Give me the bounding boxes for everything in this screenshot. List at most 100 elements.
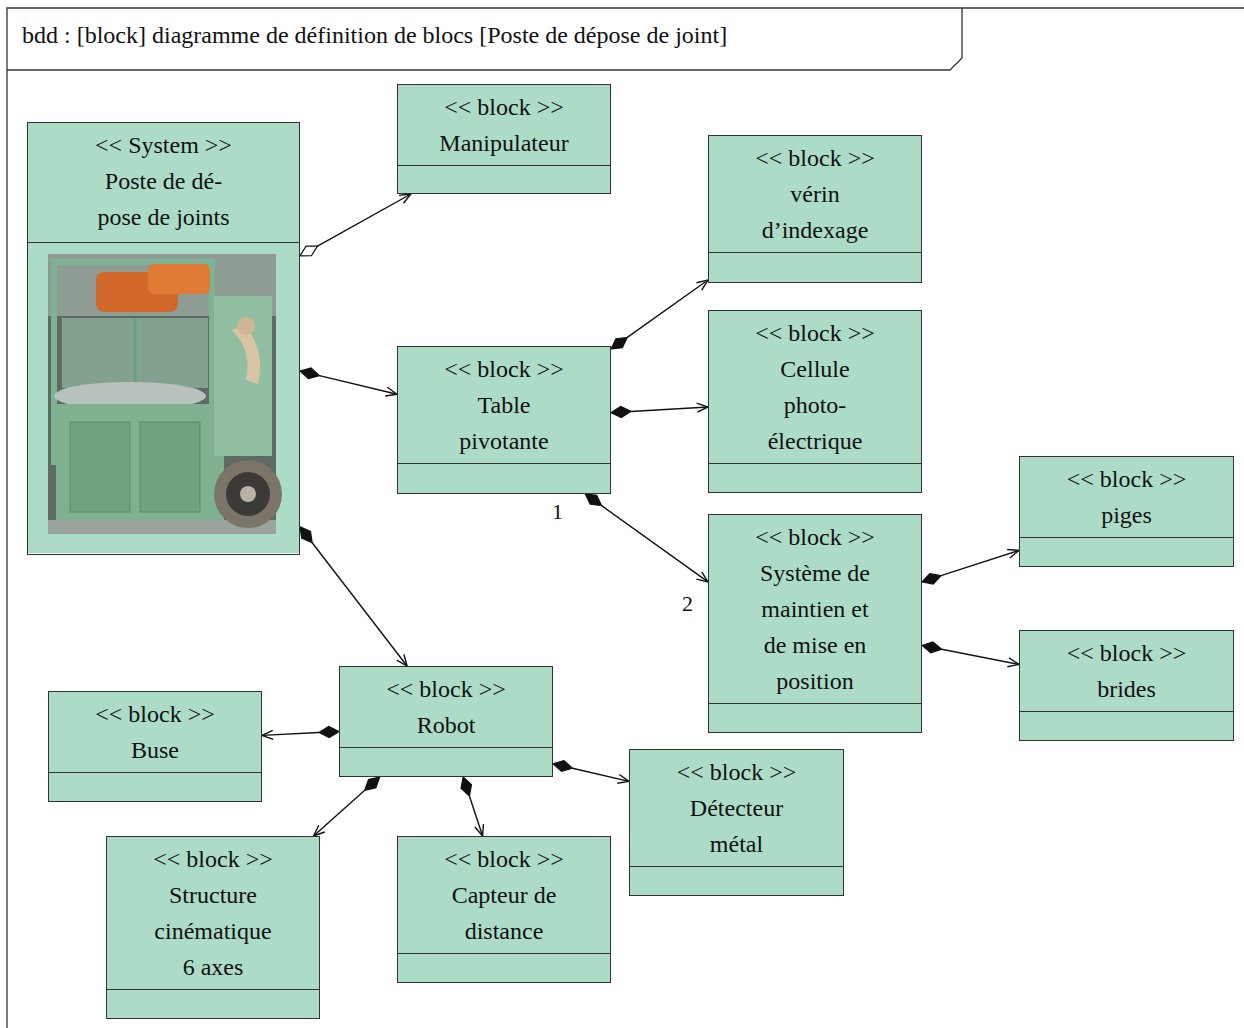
- block-compartment: [107, 989, 319, 1018]
- block-name: Système de maintien et de mise en positi…: [759, 555, 871, 699]
- composition-connector: [461, 777, 483, 836]
- machine-photo: [48, 254, 282, 534]
- block-header: << block >>Système de maintien et de mis…: [709, 515, 921, 703]
- composition-diamond: [300, 368, 319, 379]
- housing-part: [214, 460, 282, 528]
- block-compartment: [709, 463, 921, 492]
- block-header: << block >>piges: [1020, 457, 1233, 537]
- stereotype-label: << block >>: [1026, 461, 1227, 497]
- connector-line: [631, 407, 708, 411]
- connector-line: [312, 543, 407, 666]
- arrowhead: [399, 194, 411, 203]
- diagram-title: bdd : [block] diagramme de définition de…: [22, 20, 727, 50]
- stereotype-label: << block >>: [1026, 635, 1227, 671]
- cabinet-door: [140, 422, 200, 512]
- robot-joint: [237, 317, 255, 335]
- arrowhead: [1007, 549, 1019, 558]
- composition-diamond: [585, 494, 601, 506]
- block-name: Robot: [351, 707, 541, 743]
- composition-connector: [262, 727, 339, 740]
- base-cabinet: [56, 404, 224, 520]
- stereotype-label: << block >>: [404, 89, 604, 125]
- aggregation-diamond: [300, 246, 317, 256]
- composition-connector: [300, 527, 407, 666]
- block-compartment: [49, 772, 261, 801]
- block-compartment: [1020, 711, 1233, 740]
- composition-connector: [553, 761, 629, 784]
- arrowhead: [617, 774, 629, 783]
- housing-part: [240, 486, 256, 502]
- composition-connector: [314, 777, 380, 836]
- stereotype-label: << block >>: [346, 671, 546, 707]
- block-header: << block >>Table pivotante: [398, 347, 610, 463]
- block-compartment: [398, 953, 610, 982]
- side-panel: [214, 296, 272, 456]
- composition-connector: [922, 549, 1019, 584]
- block-name: Capteur de distance: [439, 877, 569, 949]
- block-name: Manipulateur: [404, 125, 604, 161]
- composition-diamond: [300, 527, 312, 543]
- composition-connector: [585, 494, 708, 582]
- block-box: << block >>Système de maintien et de mis…: [708, 514, 922, 733]
- stereotype-label: << block >>: [715, 140, 915, 176]
- block-header: << block >>Structure cinématique 6 axes: [107, 837, 319, 989]
- composition-diamond: [611, 407, 631, 418]
- connector-line: [314, 790, 365, 836]
- block-box: << block >>Capteur de distance: [397, 836, 611, 983]
- cabinet-door: [70, 422, 130, 512]
- block-compartment: [709, 703, 921, 732]
- block-box: << block >>Table pivotante: [397, 346, 611, 494]
- arrowhead: [697, 403, 708, 412]
- block-box: << block >>Manipulateur: [397, 84, 611, 194]
- block-header: << block >>Cellule photo- électrique: [709, 311, 921, 463]
- block-box: << block >>vérin d’indexage: [708, 135, 922, 283]
- arrowhead: [696, 572, 708, 582]
- block-name: piges: [1032, 497, 1222, 533]
- composition-connector: [300, 194, 411, 256]
- block-box: << block >>Détecteur métal: [629, 749, 844, 896]
- block-box: << block >>piges: [1019, 456, 1234, 567]
- stereotype-label: << block >>: [636, 754, 837, 790]
- arrowhead: [314, 825, 325, 836]
- stereotype-label: << block >>: [715, 519, 915, 555]
- system-body-fill: [27, 241, 300, 553]
- stereotype-label: << block >>: [113, 841, 313, 877]
- composition-diamond: [922, 642, 942, 653]
- stereotype-label: << block >>: [55, 696, 255, 732]
- connector-line: [317, 194, 410, 246]
- block-box: << block >>Cellule photo- électrique: [708, 310, 922, 493]
- connector-line: [627, 280, 708, 337]
- connector-line: [469, 796, 482, 836]
- block-compartment: [340, 747, 552, 776]
- block-name: Structure cinématique 6 axes: [148, 877, 278, 985]
- composition-connector: [300, 368, 397, 396]
- composition-connector: [611, 280, 708, 349]
- composition-connector: [922, 642, 1019, 667]
- block-name: Cellule photo- électrique: [758, 351, 873, 459]
- block-header: << block >>brides: [1020, 631, 1233, 711]
- stereotype-label: << block >>: [404, 841, 604, 877]
- stereotype-label: << System >>: [34, 127, 293, 163]
- block-header: << block >>Manipulateur: [398, 85, 610, 165]
- multiplicity-label: 1: [550, 499, 565, 525]
- photo-ground: [48, 254, 276, 534]
- composition-diamond: [922, 574, 941, 584]
- stereotype-label: << block >>: [404, 351, 604, 387]
- orange-motor: [148, 264, 210, 294]
- stereotype-label: << block >>: [715, 315, 915, 351]
- arrowhead: [1007, 658, 1019, 667]
- block-compartment: [630, 866, 843, 895]
- connector-line: [262, 733, 319, 736]
- block-compartment: [1020, 537, 1233, 566]
- block-box: << block >>brides: [1019, 630, 1234, 741]
- system-block: << System >>Poste de dé- pose de joints: [27, 122, 300, 555]
- block-compartment: [709, 252, 921, 282]
- block-header: << System >>Poste de dé- pose de joints: [28, 123, 299, 242]
- arrowhead: [475, 824, 484, 836]
- housing-part: [226, 472, 270, 516]
- block-name: vérin d’indexage: [753, 176, 878, 248]
- multiplicity-label: 2: [680, 591, 695, 617]
- connector-line: [941, 550, 1019, 575]
- block-box: << block >>Robot: [339, 666, 553, 777]
